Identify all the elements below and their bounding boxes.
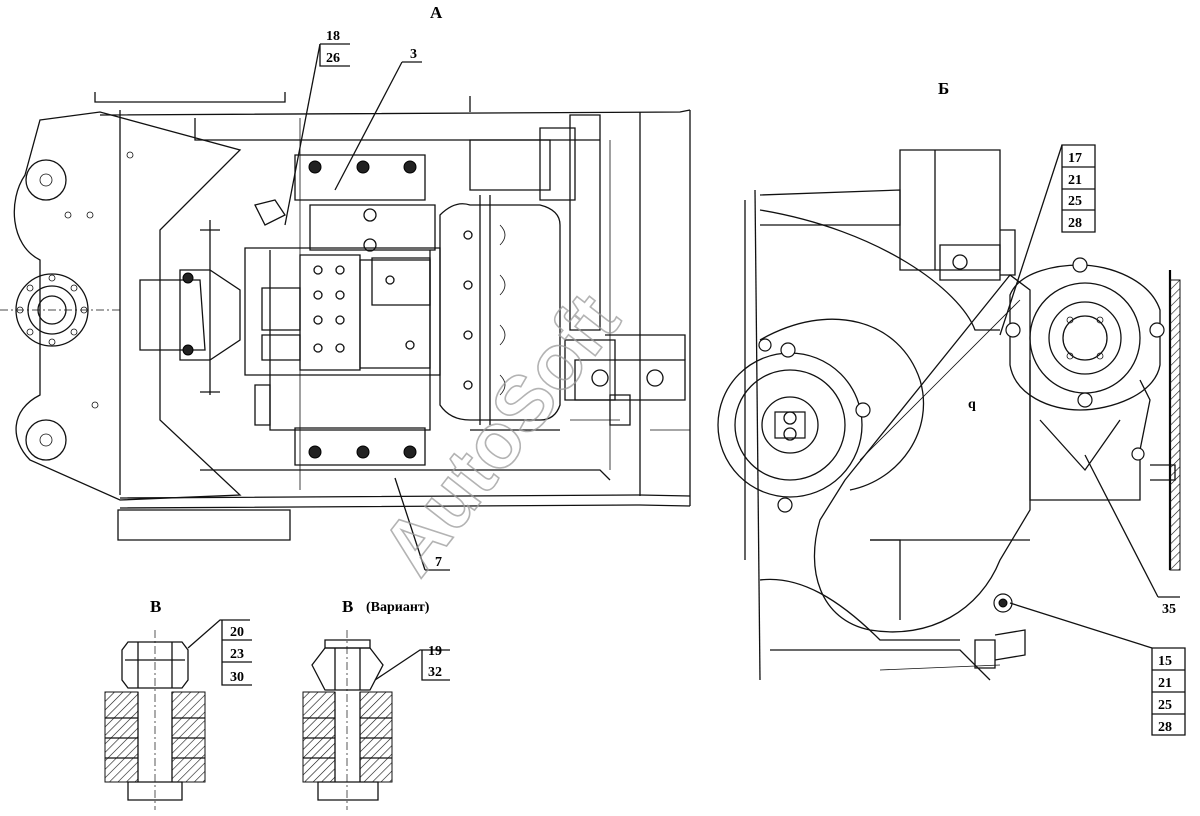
watermark: AutoSoft [364, 277, 636, 591]
view-v-variant-label: В [342, 597, 353, 616]
view-b-label: Б [938, 79, 949, 98]
callout-35: 35 [1162, 602, 1176, 617]
view-a-drawing [0, 92, 691, 541]
callout-20: 20 [230, 625, 244, 640]
callout-b-bottom-3: 25 [1158, 698, 1172, 713]
callout-19: 19 [428, 644, 442, 659]
callout-7: 7 [435, 555, 442, 570]
view-a-label: А [430, 3, 443, 22]
callout-b-top-2: 21 [1068, 173, 1082, 188]
view-v-drawing [104, 619, 250, 810]
view-v-label: В [150, 597, 161, 616]
callout-3: 3 [410, 47, 417, 62]
flow-label-q: q [968, 397, 976, 412]
callout-b-top-3: 25 [1068, 194, 1082, 209]
callout-b-bottom-1: 15 [1158, 654, 1172, 669]
callout-18: 18 [326, 29, 340, 44]
callout-b-top-1: 17 [1068, 151, 1082, 166]
callout-23: 23 [230, 647, 244, 662]
labels: А Б В В (Вариант) 18 26 3 7 17 21 25 28 … [150, 3, 1176, 735]
callout-32: 32 [428, 665, 442, 680]
view-v-variant-note: (Вариант) [366, 600, 430, 615]
callout-b-top-4: 28 [1068, 216, 1082, 231]
view-b-drawing [717, 149, 1181, 681]
view-v-variant-drawing [302, 630, 450, 810]
callout-b-bottom-2: 21 [1158, 676, 1172, 691]
callout-b-bottom-4: 28 [1158, 720, 1172, 735]
callout-30: 30 [230, 670, 244, 685]
callout-26: 26 [326, 51, 340, 66]
leader-lines [221, 43, 1186, 736]
